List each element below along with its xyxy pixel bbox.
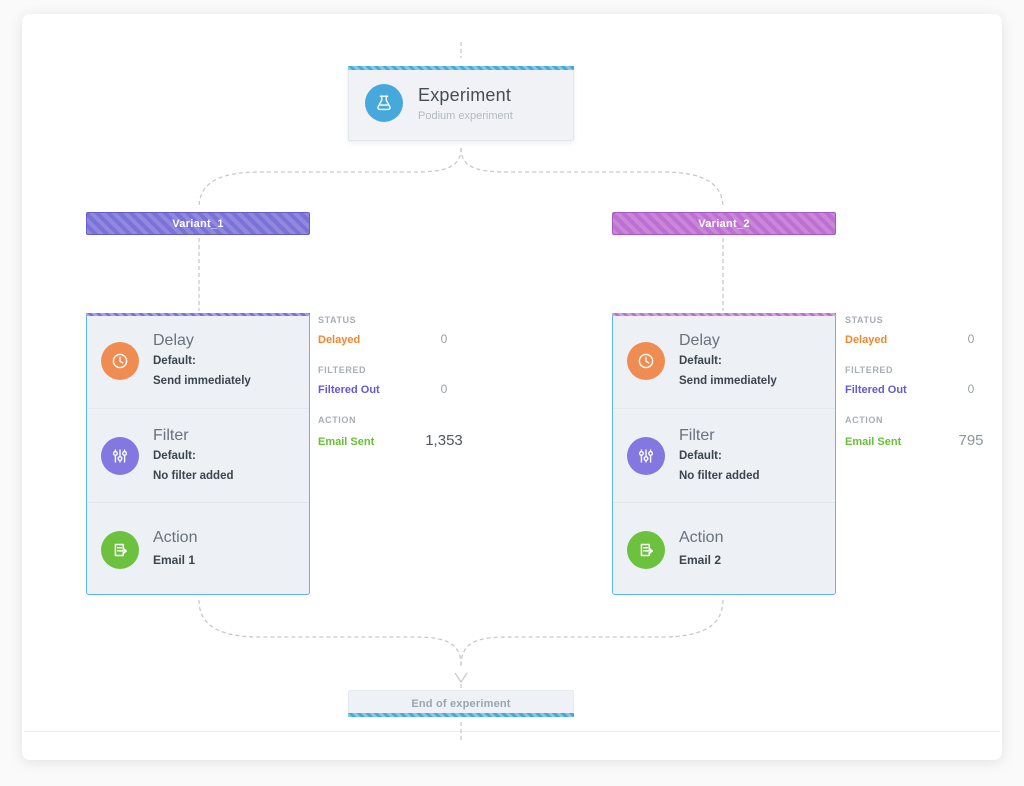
stat-row: Filtered Out 0 xyxy=(318,382,470,396)
stat-row: Delayed 0 xyxy=(318,332,470,346)
end-node-stripe xyxy=(348,713,574,717)
action-step[interactable]: Action Email 1 xyxy=(87,502,309,596)
stat-category: STATUS xyxy=(845,315,884,325)
clock-icon xyxy=(627,342,665,380)
stat-group-action: ACTION Email Sent 795 xyxy=(845,415,997,449)
stat-group-status: STATUS Delayed 0 xyxy=(845,315,997,346)
step-line: Default: xyxy=(153,355,196,368)
filter-step[interactable]: Filter Default: No filter added xyxy=(613,408,835,502)
variant-2-card-stripe xyxy=(612,313,836,316)
stat-value: 0 xyxy=(967,332,975,346)
stat-group-filtered: FILTERED Filtered Out 0 xyxy=(318,365,470,396)
stat-row: Filtered Out 0 xyxy=(845,382,997,396)
step-title: Filter xyxy=(679,426,715,444)
stat-category: ACTION xyxy=(318,415,357,425)
step-line: Default: xyxy=(153,449,196,462)
delay-step[interactable]: Delay Default: Send immediately xyxy=(613,314,835,408)
canvas-divider xyxy=(24,731,1000,732)
stat-label: Email Sent xyxy=(845,436,902,448)
stat-group-filtered: FILTERED Filtered Out 0 xyxy=(845,365,997,396)
variant-1-label: Variant_1 xyxy=(172,217,224,230)
step-line: Send immediately xyxy=(679,375,777,387)
step-line: Email 2 xyxy=(679,553,722,568)
action-step[interactable]: Action Email 2 xyxy=(613,502,835,596)
stat-category: FILTERED xyxy=(845,365,894,375)
flask-icon xyxy=(365,84,403,122)
stat-label: Email Sent xyxy=(318,436,375,448)
variant-2-label: Variant_2 xyxy=(698,217,750,230)
experiment-node-stripe xyxy=(348,66,574,70)
stat-value: 0 xyxy=(440,382,448,396)
step-line: Default: xyxy=(679,355,722,368)
variant-2-card[interactable]: Delay Default: Send immediately Filter D… xyxy=(612,313,836,595)
stat-value: 795 xyxy=(958,432,984,449)
stat-row: Email Sent 795 xyxy=(845,432,997,449)
step-title: Delay xyxy=(679,332,720,350)
stat-label: Filtered Out xyxy=(318,384,380,396)
experiment-subtitle: Podium experiment xyxy=(418,109,513,122)
stat-row: Email Sent 1,353 xyxy=(318,432,470,449)
step-title: Action xyxy=(679,529,724,547)
variant-2-stats: STATUS Delayed 0 FILTERED Filtered Out 0… xyxy=(845,315,997,468)
variant-1-card[interactable]: Delay Default: Send immediately Filter D… xyxy=(86,313,310,595)
stat-label: Filtered Out xyxy=(845,384,907,396)
sliders-icon xyxy=(101,436,139,475)
stat-row: Delayed 0 xyxy=(845,332,997,346)
variant-1-card-stripe xyxy=(86,313,310,316)
step-line: No filter added xyxy=(679,469,760,482)
stat-label: Delayed xyxy=(318,334,361,346)
stat-category: FILTERED xyxy=(318,365,367,375)
end-of-experiment-node[interactable]: End of experiment xyxy=(348,690,574,717)
stat-category: ACTION xyxy=(845,415,884,425)
email-send-icon xyxy=(627,530,665,569)
experiment-node[interactable]: Experiment Podium experiment xyxy=(348,66,574,141)
stat-value: 0 xyxy=(440,332,448,346)
variant-1-stats: STATUS Delayed 0 FILTERED Filtered Out 0… xyxy=(318,315,470,468)
stat-category: STATUS xyxy=(318,315,357,325)
step-title: Action xyxy=(153,529,198,547)
stat-group-status: STATUS Delayed 0 xyxy=(318,315,470,346)
stat-group-action: ACTION Email Sent 1,353 xyxy=(318,415,470,449)
stat-value: 1,353 xyxy=(425,432,463,449)
filter-step[interactable]: Filter Default: No filter added xyxy=(87,408,309,502)
variant-2-banner[interactable]: Variant_2 xyxy=(612,212,836,235)
step-line: Email 1 xyxy=(153,553,196,568)
email-send-icon xyxy=(101,530,139,569)
sliders-icon xyxy=(627,436,665,475)
stat-label: Delayed xyxy=(845,334,888,346)
end-node-label: End of experiment xyxy=(411,698,511,710)
stat-value: 0 xyxy=(967,382,975,396)
step-line: Default: xyxy=(679,449,722,462)
step-title: Filter xyxy=(153,426,189,444)
step-line: Send immediately xyxy=(153,375,251,387)
step-line: No filter added xyxy=(153,469,234,482)
delay-step[interactable]: Delay Default: Send immediately xyxy=(87,314,309,408)
experiment-title: Experiment xyxy=(418,84,512,105)
variant-1-banner[interactable]: Variant_1 xyxy=(86,212,310,235)
step-title: Delay xyxy=(153,332,194,350)
clock-icon xyxy=(101,342,139,380)
